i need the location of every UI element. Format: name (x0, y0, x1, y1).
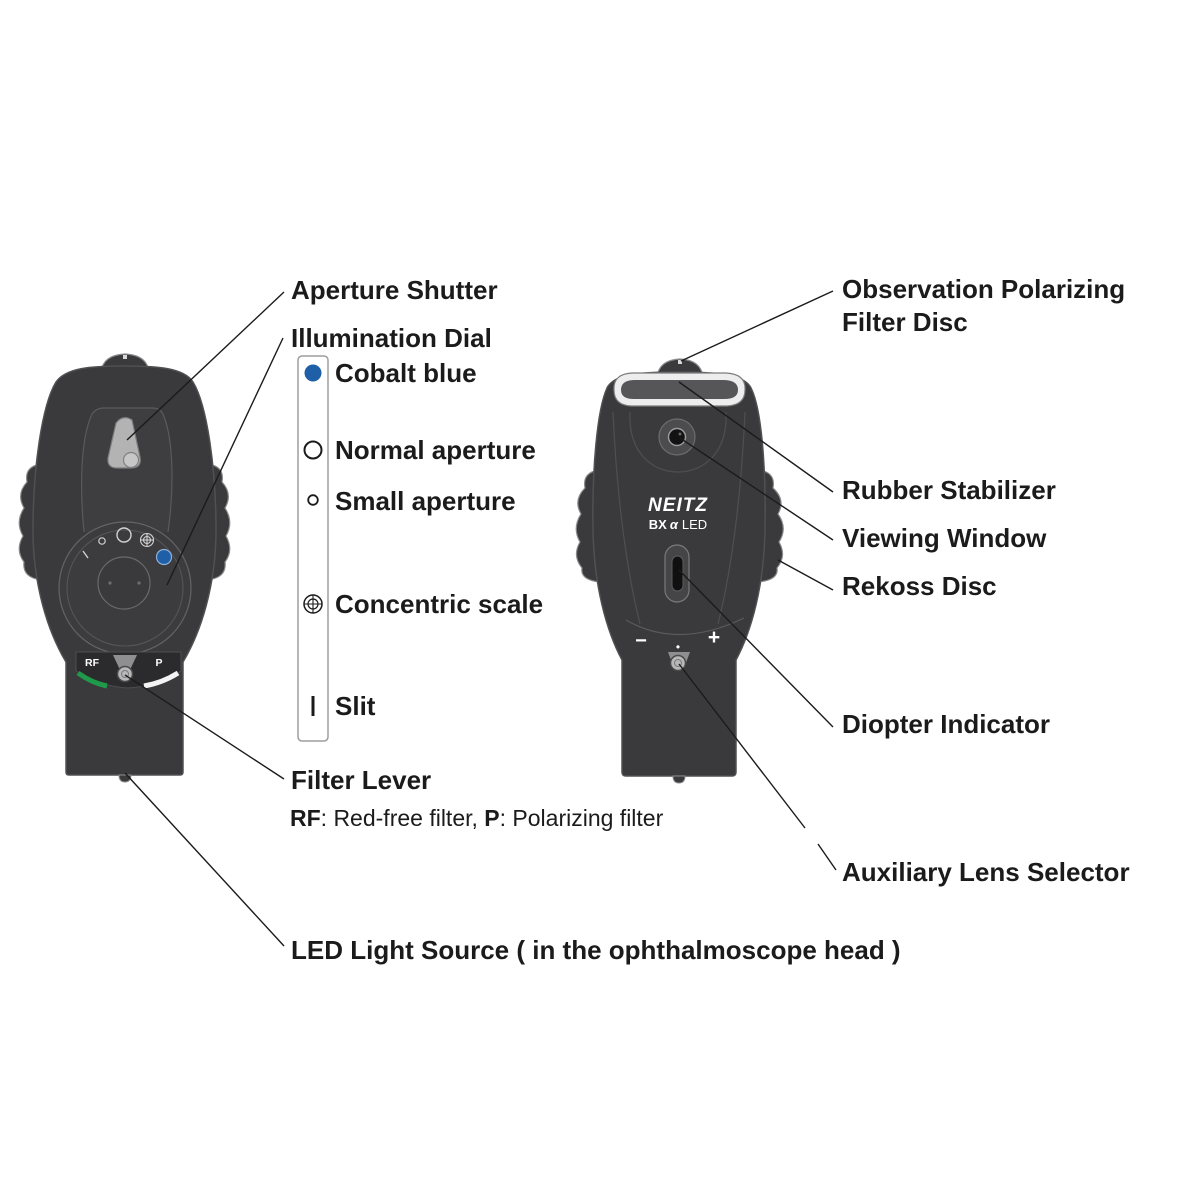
auxiliary-lens-selector: − • + (625, 617, 745, 672)
rear-window-surround (629, 411, 727, 473)
lever-rf-marking: RF (85, 657, 100, 669)
polarizing-white-arc (143, 670, 180, 689)
lens-selector-center: • (676, 640, 680, 654)
dial-center-knob (97, 556, 151, 610)
large-circle-icon (303, 440, 323, 460)
rubber-stabilizer (613, 372, 746, 407)
leader-viewing-window (679, 437, 834, 541)
label-rekoss-disc: Rekoss Disc (842, 571, 997, 601)
label-diopter-indicator: Diopter Indicator (842, 709, 1050, 739)
rear-panel-line-right (717, 411, 746, 625)
scale-label-cobalt-blue: Cobalt blue (335, 358, 477, 388)
brand-logo-text: NEITZ (648, 495, 708, 516)
small-circle-icon (307, 494, 319, 506)
legend-rf-abbr: RF (290, 805, 321, 831)
scale-label-normal-aperture: Normal aperture (335, 435, 536, 465)
viewing-window-lens (667, 427, 687, 447)
dial-knob-dot-right (137, 581, 141, 585)
rear-bottom-nub (672, 775, 686, 784)
viewing-window-glint (678, 432, 682, 436)
label-observation-polarizing-line1: Observation Polarizing (842, 274, 1125, 304)
rubber-stabilizer-inner (621, 380, 738, 399)
rear-top-notch (678, 360, 682, 364)
diopter-indicator (664, 544, 690, 603)
lever-p-marking: P (155, 657, 162, 669)
dial-concentric-icon (139, 532, 155, 548)
diopter-indicator-slot (671, 555, 684, 592)
label-auxiliary-lens-selector: Auxiliary Lens Selector (842, 857, 1130, 887)
label-observation-polarizing-line2: Filter Disc (842, 307, 968, 337)
filter-lever-knob-center (121, 670, 129, 678)
lens-selector-knob (669, 654, 687, 672)
scale-label-slit: Slit (335, 691, 376, 721)
red-free-green-arc (76, 670, 108, 689)
front-top-notch (123, 355, 127, 359)
leader-aperture-shutter (126, 291, 285, 441)
model-suffix: LED (682, 517, 707, 532)
dial-small-aperture-icon (98, 537, 106, 545)
dial-slit-icon (82, 550, 89, 559)
filter-lever-wedge (113, 655, 137, 672)
lens-selector-knob-center (674, 659, 682, 667)
viewing-window (658, 418, 696, 456)
dial-inner-ring (66, 529, 184, 647)
scale-label-concentric-scale: Concentric scale (335, 589, 543, 619)
legend-p-abbr: P (484, 805, 499, 831)
illumination-dial (58, 521, 192, 655)
illumination-scale-card: Cobalt blue Normal aperture Small apertu… (297, 355, 543, 742)
scale-label-small-aperture: Small aperture (335, 486, 516, 516)
aperture-shutter (107, 417, 141, 469)
lens-selector-arc (625, 617, 745, 636)
label-filter-lever: Filter Lever (291, 765, 431, 795)
dial-knob-dot-left (108, 581, 112, 585)
scale-card-frame (297, 355, 329, 742)
leader-led-light-source (124, 772, 285, 947)
legend-p-desc: : Polarizing filter (500, 805, 664, 831)
cobalt-blue-dot-icon (304, 364, 322, 382)
legend-rf-desc: : Red-free filter, (321, 805, 485, 831)
lens-selector-minus: − (635, 630, 647, 652)
label-led-light-source: LED Light Source ( in the ophthalmoscope… (291, 935, 901, 965)
leader-auxiliary-lens-selector-lower (817, 843, 837, 871)
leader-auxiliary-lens-selector-upper (678, 663, 806, 829)
filter-legend: RF: Red-free filter, P: Polarizing filte… (290, 805, 664, 831)
leader-rubber-stabilizer (678, 381, 834, 493)
leader-filter-lever (124, 674, 285, 780)
front-aperture-panel (81, 407, 173, 533)
leader-observation-polarizing-filter-disc (680, 290, 834, 362)
concentric-target-icon (303, 594, 323, 614)
label-viewing-window: Viewing Window (842, 523, 1047, 553)
leader-rekoss-disc (777, 559, 834, 591)
label-aperture-shutter: Aperture Shutter (291, 275, 498, 305)
callout-labels: Aperture Shutter Illumination Dial Filte… (290, 274, 1130, 965)
leader-diopter-indicator (678, 569, 834, 728)
lens-selector-plus: + (708, 626, 720, 649)
dial-normal-aperture-icon (116, 527, 132, 543)
dial-cobalt-blue-icon (155, 548, 173, 566)
front-view-device: RF P (18, 353, 231, 783)
model-letters: BX (649, 517, 667, 532)
leader-illumination-dial (166, 337, 284, 586)
model-alpha: α (670, 517, 679, 532)
aperture-shutter-knob (122, 451, 140, 469)
label-rubber-stabilizer: Rubber Stabilizer (842, 475, 1056, 505)
label-illumination-dial: Illumination Dial (291, 323, 492, 353)
filter-lever: RF P (75, 651, 182, 689)
leader-lines (124, 290, 837, 947)
rear-panel-line-left (612, 411, 641, 625)
